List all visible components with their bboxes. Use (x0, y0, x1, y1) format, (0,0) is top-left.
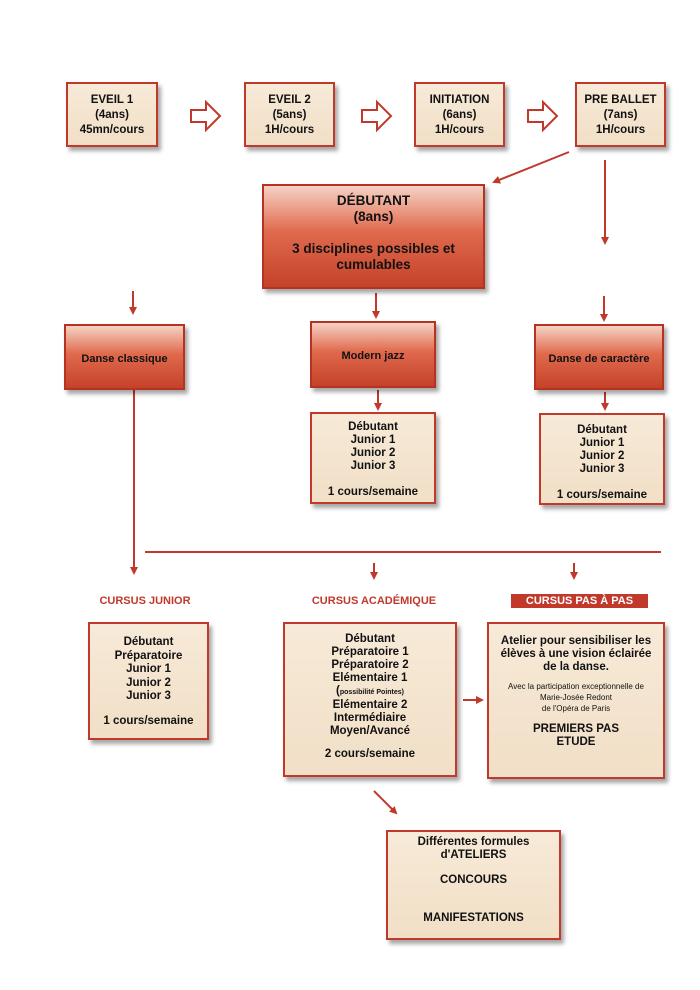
jazz-level-4: Junior 3 (350, 460, 396, 472)
eveil1-age: (4ans) (95, 109, 129, 121)
eveil2-title: EVEIL 2 (268, 94, 311, 106)
initiation-duration: 1H/cours (434, 124, 485, 136)
cursus-academique-title: CURSUS ACADÉMIQUE (311, 595, 437, 607)
eveil1-title: EVEIL 1 (90, 94, 134, 106)
ateliers-line-2: d'ATELIERS (440, 849, 507, 861)
academique-level-1: Débutant (345, 633, 395, 645)
initiation-title: INITIATION (429, 94, 490, 106)
caractere-level-2: Junior 1 (579, 437, 625, 449)
pasapas-box: Atelier pour sensibiliser les élèves à u… (487, 622, 665, 779)
eveil2-age: (5ans) (272, 109, 307, 121)
cursus-junior-title: CURSUS JUNIOR (99, 595, 191, 607)
eveil1-box: EVEIL 1 (4ans) 45mn/cours (66, 82, 158, 147)
debutant-desc-2: cumulables (336, 257, 411, 272)
discipline-jazz-label: Modern jazz (341, 350, 405, 362)
academique-level-3: Préparatoire 2 (331, 659, 409, 671)
jazz-levels-box: Débutant Junior 1 Junior 2 Junior 3 1 co… (310, 412, 436, 504)
pasapas-opera: de l'Opéra de Paris (541, 704, 611, 713)
ateliers-concours: CONCOURS (439, 874, 508, 886)
initiation-box: INITIATION (6ans) 1H/cours (414, 82, 505, 147)
discipline-classique: Danse classique (64, 324, 185, 390)
academique-level-7: Moyen/Avancé (329, 725, 411, 737)
academique-levels-box: Débutant Préparatoire 1 Préparatoire 2 E… (283, 622, 457, 777)
junior-level-3: Junior 1 (126, 663, 171, 675)
academique-level-5: Elémentaire 2 (332, 699, 408, 711)
junior-level-5: Junior 3 (126, 690, 171, 702)
preballet-title: PRE BALLET (584, 94, 657, 106)
junior-levels-box: Débutant Préparatoire Junior 1 Junior 2 … (88, 622, 209, 740)
discipline-caractere: Danse de caractère (534, 324, 664, 390)
pasapas-etude: ETUDE (556, 736, 596, 748)
discipline-classique-label: Danse classique (81, 353, 168, 365)
caractere-level-3: Junior 2 (579, 450, 625, 462)
junior-frequency: 1 cours/semaine (103, 714, 194, 727)
academique-level-6: Intermédiaire (333, 712, 407, 724)
caractere-frequency: 1 cours/semaine (556, 489, 648, 501)
ateliers-line-1: Différentes formules (417, 836, 530, 848)
debutant-desc-1: 3 disciplines possibles et (292, 241, 455, 256)
preballet-box: PRE BALLET (7ans) 1H/cours (575, 82, 666, 147)
jazz-frequency: 1 cours/semaine (327, 486, 419, 498)
eveil2-duration: 1H/cours (264, 124, 315, 136)
block-arrow-2 (361, 99, 393, 133)
academique-frequency: 2 cours/semaine (324, 748, 416, 760)
ateliers-box: Différentes formules d'ATELIERS CONCOURS… (386, 830, 561, 940)
pasapas-text-3: de la danse. (543, 661, 609, 673)
caractere-levels-box: Débutant Junior 1 Junior 2 Junior 3 1 co… (539, 413, 665, 505)
pasapas-text-2: élèves à une vision éclairée (500, 648, 652, 660)
academique-pointes: (possibilité Pointes) (335, 685, 405, 697)
jazz-level-2: Junior 1 (350, 434, 396, 446)
discipline-jazz: Modern jazz (310, 321, 436, 388)
ateliers-manifestations: MANIFESTATIONS (423, 912, 524, 924)
discipline-caractere-label: Danse de caractère (548, 353, 650, 365)
pasapas-premiers-pas: PREMIERS PAS (532, 723, 620, 735)
caractere-level-1: Débutant (577, 424, 627, 436)
preballet-duration: 1H/cours (595, 124, 646, 136)
junior-level-2: Préparatoire (114, 649, 183, 662)
academique-level-2: Préparatoire 1 (331, 646, 409, 658)
pasapas-participation: Avec la participation exceptionnelle de (508, 682, 644, 691)
arrow-academique-ateliers (373, 790, 398, 815)
block-arrow-1 (190, 99, 222, 133)
preballet-age: (7ans) (603, 109, 638, 121)
jazz-level-3: Junior 2 (350, 447, 396, 459)
debutant-box: DÉBUTANT (8ans) 3 disciplines possibles … (262, 184, 485, 289)
cursus-pasapas-title: CURSUS PAS À PAS (511, 594, 648, 608)
jazz-level-1: Débutant (348, 421, 398, 433)
arrow-preballet-debutant (492, 151, 570, 184)
eveil2-box: EVEIL 2 (5ans) 1H/cours (244, 82, 335, 147)
junior-level-4: Junior 2 (126, 676, 171, 689)
debutant-age: (8ans) (353, 209, 394, 224)
academique-level-4: Elémentaire 1 (332, 672, 408, 684)
eveil1-duration: 45mn/cours (79, 124, 145, 136)
caractere-level-4: Junior 3 (579, 463, 625, 475)
block-arrow-3 (527, 99, 559, 133)
debutant-title: DÉBUTANT (336, 193, 411, 208)
initiation-age: (6ans) (442, 109, 477, 121)
pasapas-text-1: Atelier pour sensibiliser les (500, 635, 652, 647)
pasapas-teacher: Marie-Josée Redont (539, 693, 613, 702)
junior-level-1: Débutant (123, 636, 174, 648)
